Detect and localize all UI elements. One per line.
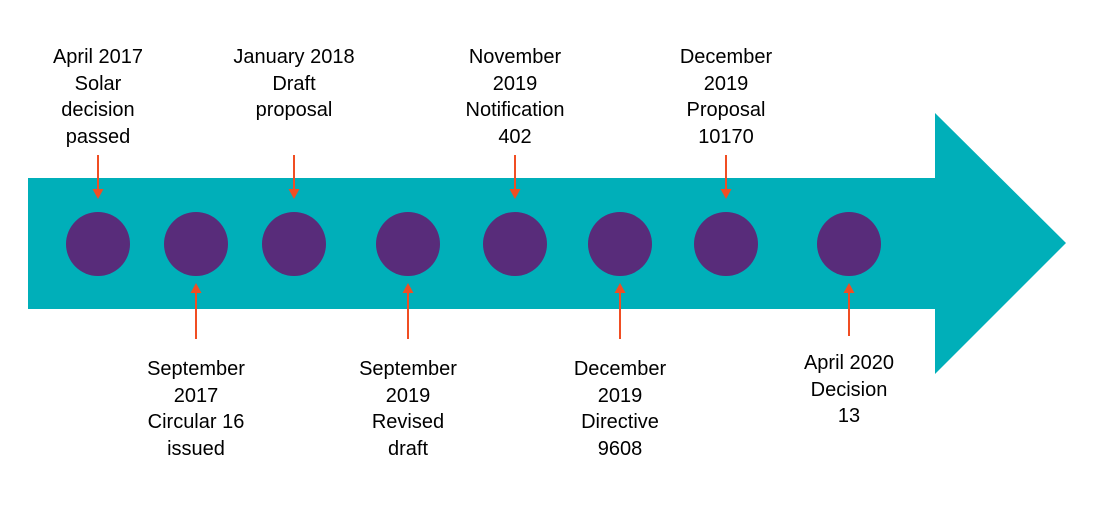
event-label-line: Circular 16 (147, 411, 245, 433)
milestone-markers (66, 155, 881, 339)
event-label-line: draft (387, 437, 429, 460)
event-label-line: Notification (465, 99, 565, 121)
event-label-line: 10170 (698, 125, 754, 148)
milestone-dot (694, 212, 758, 276)
pointer-arrow (92, 155, 104, 199)
milestone-dot (376, 212, 440, 276)
event-label-line: Directive (581, 411, 659, 433)
event-label-line: 402 (498, 125, 532, 148)
milestone-dot (588, 212, 652, 276)
pointer-arrow (288, 155, 300, 199)
milestone-dot (262, 212, 326, 276)
pointer-arrow (402, 283, 414, 339)
event-label-line: December (573, 358, 667, 380)
pointer-arrow (509, 155, 521, 199)
event-label-line: decision (61, 99, 135, 121)
event-label-line: November (468, 46, 562, 68)
event-label-line: 2019 (492, 72, 538, 95)
event-label-line: proposal (255, 99, 333, 121)
event-label-line: Proposal (686, 99, 766, 121)
milestone-dot (66, 212, 130, 276)
event-label-line: 13 (837, 405, 861, 427)
event-label-line: January 2018 (233, 46, 355, 68)
event-label-line: Decision (810, 378, 888, 401)
event-label-line: 2017 (173, 384, 219, 407)
milestone-dot (817, 212, 881, 276)
pointer-arrow (190, 283, 202, 339)
event-label-line: 2019 (597, 384, 643, 407)
event-label-line: Draft (272, 72, 316, 95)
event-label-line: 2019 (385, 384, 431, 407)
event-label-line: issued (167, 437, 225, 460)
event-label-line: September (147, 358, 245, 380)
event-label-line: 9608 (597, 437, 643, 460)
event-label-line: September (359, 358, 457, 380)
pointer-arrow (614, 283, 626, 339)
milestone-dot (164, 212, 228, 276)
event-label-line: passed (65, 125, 131, 148)
event-label-line: Revised (371, 411, 445, 433)
event-label-line: 2019 (703, 72, 749, 95)
milestone-dot (483, 212, 547, 276)
event-label-line: April 2020 (803, 352, 895, 374)
event-label-line: Solar (74, 72, 122, 95)
event-label-line: December (679, 46, 773, 68)
timeline-arrow (28, 113, 1066, 374)
pointer-arrow (720, 155, 732, 199)
pointer-arrow (843, 283, 855, 336)
event-label-line: April 2017 (52, 46, 144, 68)
